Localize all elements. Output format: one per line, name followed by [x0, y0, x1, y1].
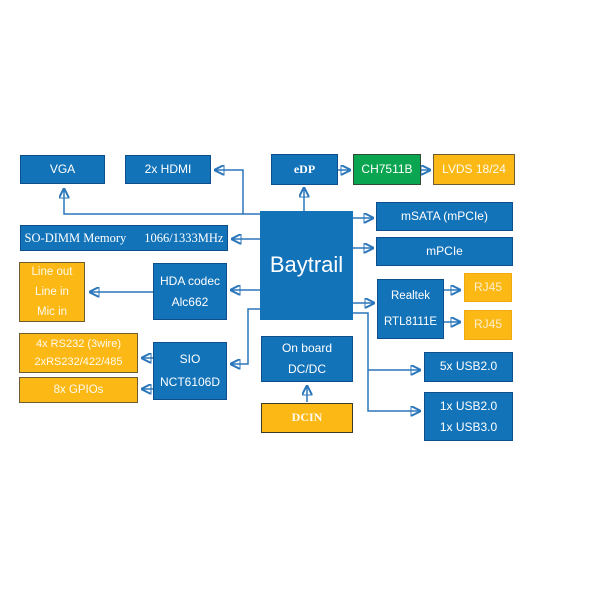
baytrail-soc-block: Baytrail	[260, 211, 353, 320]
sio-model: NCT6106D	[159, 375, 221, 389]
usb2-block: 5x USB2.0	[424, 352, 513, 382]
serial-ports-block: 4x RS232 (3wire) 2xRS232/422/485	[19, 333, 138, 373]
sio-label: SIO	[179, 352, 201, 366]
vga-block: VGA	[20, 155, 105, 184]
sodimm-label: SO-DIMM Memory	[24, 230, 127, 245]
serial-rs422-label: 2xRS232/422/485	[34, 356, 123, 368]
gpio-block: 8x GPIOs	[19, 377, 138, 403]
audio-jacks-block: Line out Line in Mic in	[19, 262, 85, 322]
wire-baytrail-to-hdmi	[214, 170, 244, 214]
hdmi-label: 2x HDMI	[144, 161, 192, 176]
hda-codec-block: HDA codec Alc662	[153, 263, 227, 320]
mpcie-block: mPCIe	[376, 237, 513, 266]
ch7511b-label: CH7511B	[361, 161, 413, 176]
usb23-line2: 1x USB3.0	[439, 419, 498, 434]
dcdc-line1: On board	[281, 341, 333, 355]
lvds-label: LVDS 18/24	[442, 161, 506, 176]
hda-codec-model: Alc662	[171, 294, 209, 309]
realtek-model: RTL8111E	[383, 316, 438, 328]
usb23-line1: 1x USB2.0	[439, 398, 498, 413]
rj45-top-block: RJ45	[464, 273, 512, 302]
dcdc-line2: DC/DC	[288, 362, 326, 376]
wire-baytrail-to-vga	[64, 188, 260, 215]
rj45-top-label: RJ45	[473, 279, 502, 294]
ch7511b-block: CH7511B	[353, 154, 421, 185]
mpcie-label: mPCIe	[426, 243, 463, 258]
audio-line-out-label: Line out	[31, 266, 73, 278]
rj45-bottom-block: RJ45	[464, 310, 512, 340]
onboard-dcdc-block: On board DC/DC	[261, 336, 353, 382]
lvds-block: LVDS 18/24	[433, 154, 515, 185]
usb2-label: 5x USB2.0	[439, 359, 498, 374]
hda-codec-label: HDA codec	[159, 273, 221, 288]
dcin-block: DCIN	[261, 403, 353, 433]
sodimm-memory-block: SO-DIMM Memory 1066/1333MHz	[20, 225, 228, 251]
rj45-bottom-label: RJ45	[473, 317, 502, 332]
msata-block: mSATA (mPCIe)	[376, 202, 513, 231]
edp-block: eDP	[271, 154, 338, 185]
baytrail-label: Baytrail	[269, 252, 344, 278]
sio-block: SIO NCT6106D	[153, 342, 227, 400]
hdmi-block: 2x HDMI	[125, 155, 211, 184]
realtek-lan-block: Realtek RTL8111E	[377, 279, 444, 339]
vga-label: VGA	[49, 161, 76, 176]
audio-line-in-label: Line in	[35, 286, 69, 298]
wire-baytrail-to-sio	[230, 308, 260, 364]
realtek-label: Realtek	[391, 290, 430, 302]
usb23-block: 1x USB2.0 1x USB3.0	[424, 392, 513, 441]
audio-mic-in-label: Mic in	[36, 306, 68, 318]
msata-label: mSATA (mPCIe)	[401, 208, 488, 223]
serial-rs232-label: 4x RS232 (3wire)	[36, 338, 121, 350]
gpio-label: 8x GPIOs	[53, 383, 104, 396]
edp-label: eDP	[293, 161, 316, 176]
dcin-label: DCIN	[291, 410, 323, 425]
sodimm-speed: 1066/1333MHz	[144, 230, 224, 245]
